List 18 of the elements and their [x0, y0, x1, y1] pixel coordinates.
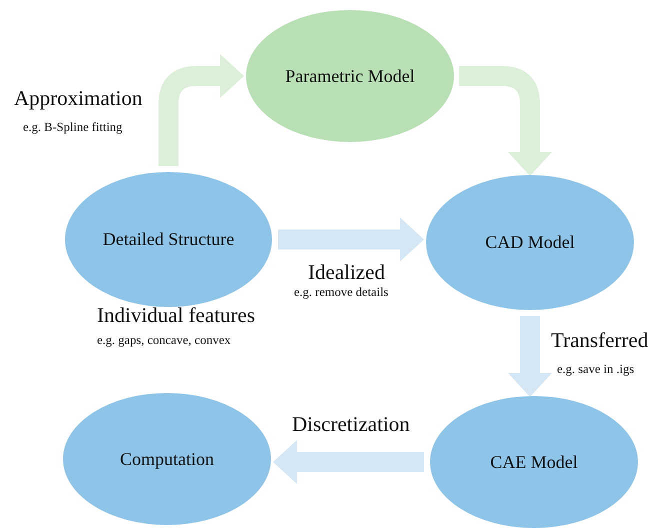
node-label: Parametric Model	[285, 66, 415, 86]
annotation-heading: Individual features	[97, 303, 256, 328]
node-label: CAE Model	[490, 452, 578, 472]
annotation-note: e.g. gaps, concave, convex	[97, 333, 231, 348]
edge-label: Transferred	[551, 328, 648, 353]
example-note: e.g. remove details	[294, 285, 388, 300]
node-label: Detailed Structure	[102, 229, 234, 250]
edge-label: Idealized	[308, 260, 385, 285]
node-label: CAD Model	[485, 232, 575, 253]
example-note: e.g. save in .igs	[557, 362, 634, 377]
block-arrow	[158, 54, 244, 166]
node-label: Computation	[120, 448, 214, 470]
edge-label: Discretization	[292, 412, 410, 437]
block-arrow	[459, 66, 552, 176]
block-arrow	[508, 316, 552, 397]
block-arrow	[278, 218, 424, 262]
example-note: e.g. B-Spline fitting	[23, 120, 122, 135]
edge-label: Approximation	[14, 86, 142, 111]
